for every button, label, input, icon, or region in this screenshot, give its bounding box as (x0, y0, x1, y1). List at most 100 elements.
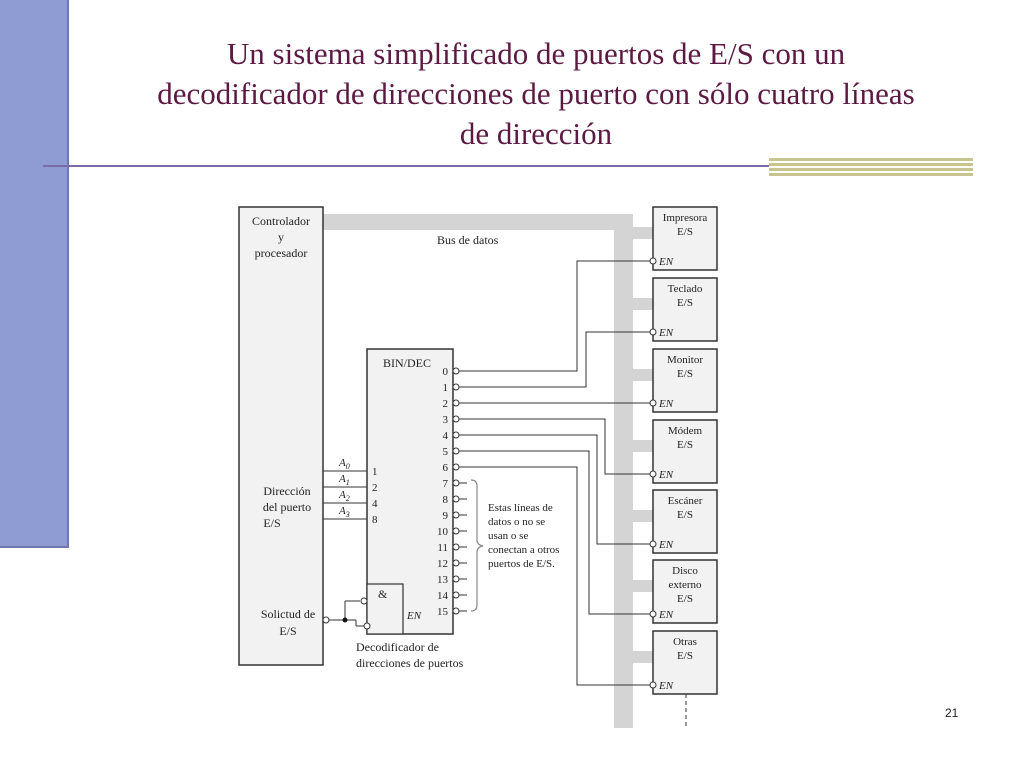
port-address-label-line: del puerto (263, 500, 311, 514)
output-inversion-bubble (452, 415, 460, 423)
bus-stub (633, 440, 653, 452)
port-address-label: Dirección del puerto E/S (263, 484, 311, 530)
io-device-label: Módem (668, 425, 703, 437)
enable-wiring (329, 600, 364, 627)
and-gate-symbol: & (378, 587, 388, 601)
enable-line-wire (459, 260, 650, 372)
enable-line-wire (459, 418, 650, 475)
unused-lines-note: Estas líneas de datos o no se usan o se … (488, 502, 559, 570)
bus-stub (633, 651, 653, 663)
output-inversion-bubble (452, 543, 460, 551)
io-device-block (652, 277, 718, 342)
io-device-enable-label: EN (658, 609, 674, 621)
io-device-block (652, 630, 718, 695)
address-weight-label: 8 (372, 514, 378, 526)
decoder-caption-line: Decodificador de (356, 640, 439, 654)
output-inversion-bubble (452, 383, 460, 391)
output-inversion-bubble (452, 479, 460, 487)
enable-line-wire (459, 434, 650, 545)
decoder-output-label: 5 (443, 446, 449, 458)
decoder-enable-label: EN (406, 610, 422, 622)
unused-note-line: puertos de E/S. (488, 558, 555, 570)
output-inversion-bubble (452, 591, 460, 599)
io-device-label: Otras (673, 636, 697, 648)
io-device-block (652, 206, 718, 271)
address-line-label: A3 (338, 505, 350, 519)
output-inversion-bubble (452, 447, 460, 455)
decoder-output-label: 9 (443, 510, 449, 522)
unused-lines-brace (470, 479, 484, 612)
output-inversion-bubble (452, 511, 460, 519)
title-line-1: Un sistema simplificado de puertos de E/… (226, 36, 846, 71)
bus-stub (633, 227, 653, 239)
decoder-output-label: 0 (443, 366, 449, 378)
io-device-label: E/S (677, 593, 693, 605)
and-input-bubble (360, 597, 368, 605)
decoder-output-label: 15 (437, 606, 449, 618)
decoder-header: BIN/DEC (383, 356, 431, 370)
decoder-output-label: 14 (437, 590, 449, 602)
enable-inversion-bubble (649, 540, 657, 548)
io-device-enable-label: EN (658, 398, 674, 410)
bus-stub (633, 369, 653, 381)
io-device-label: Impresora (663, 212, 708, 224)
enable-inversion-bubble (649, 470, 657, 478)
address-weight-label: 2 (372, 482, 378, 494)
io-device-enable-label: EN (658, 680, 674, 692)
io-device-block (652, 559, 718, 624)
slide-title: Un sistema simplificado de puertos de E/… (100, 34, 972, 154)
decoder-caption-line: direcciones de puertos (356, 656, 464, 670)
io-device-label: Escáner (668, 495, 703, 507)
processor-block (238, 206, 324, 666)
output-inversion-bubble (452, 575, 460, 583)
output-inversion-bubble (452, 399, 460, 407)
io-request-label-line: E/S (279, 624, 296, 638)
unused-note-line: Estas líneas de (488, 502, 553, 514)
unused-note-line: datos o no se (488, 516, 545, 528)
io-device-enable-label: EN (658, 469, 674, 481)
processor-label-line: Controlador (252, 214, 310, 228)
decoder-output-label: 1 (443, 382, 449, 394)
bus-stub (633, 298, 653, 310)
enable-inversion-bubble (649, 328, 657, 336)
decoder-output-label: 8 (443, 494, 449, 506)
enable-lines (459, 260, 650, 686)
title-divider (43, 165, 771, 167)
bus-stub (633, 510, 653, 522)
enable-line-wire (459, 331, 650, 388)
enable-line-wire (459, 466, 650, 686)
decoder-output-label: 7 (443, 478, 449, 490)
title-accent-stripes (769, 158, 973, 178)
address-weight-label: 4 (372, 498, 378, 510)
io-device-block (652, 419, 718, 484)
io-devices: ImpresoraE/SENTecladoE/SENMonitorE/SENMó… (649, 206, 718, 695)
output-inversion-bubble (452, 367, 460, 375)
enable-inversion-bubble (649, 681, 657, 689)
io-device-block (652, 489, 718, 554)
enable-inversion-bubble (649, 399, 657, 407)
io-device-enable-label: EN (658, 327, 674, 339)
io-device-enable-label: EN (658, 539, 674, 551)
io-device-label: Monitor (667, 354, 703, 366)
decoder-caption: Decodificador de direcciones de puertos (356, 640, 464, 670)
enable-inversion-bubble (649, 257, 657, 265)
left-accent-bar (0, 0, 69, 548)
and-input-bubble (363, 622, 371, 630)
io-request-label: Solictud de E/S (261, 607, 315, 638)
unused-note-line: conectan a otros (488, 544, 559, 556)
output-inversion-bubble (452, 527, 460, 535)
address-weight-label: 1 (372, 466, 378, 478)
title-line-3: de dirección (459, 116, 613, 151)
processor-label-line: procesador (255, 246, 308, 260)
data-bus-label: Bus de datos (437, 233, 499, 247)
io-device-label: E/S (677, 226, 693, 238)
io-device-label: E/S (677, 509, 693, 521)
bus-stub (633, 580, 653, 592)
decoder-output-label: 4 (443, 430, 449, 442)
output-inversion-bubble (452, 559, 460, 567)
io-device-label: E/S (677, 650, 693, 662)
io-device-block (652, 348, 718, 413)
io-request-label-line: Solictud de (261, 607, 315, 621)
